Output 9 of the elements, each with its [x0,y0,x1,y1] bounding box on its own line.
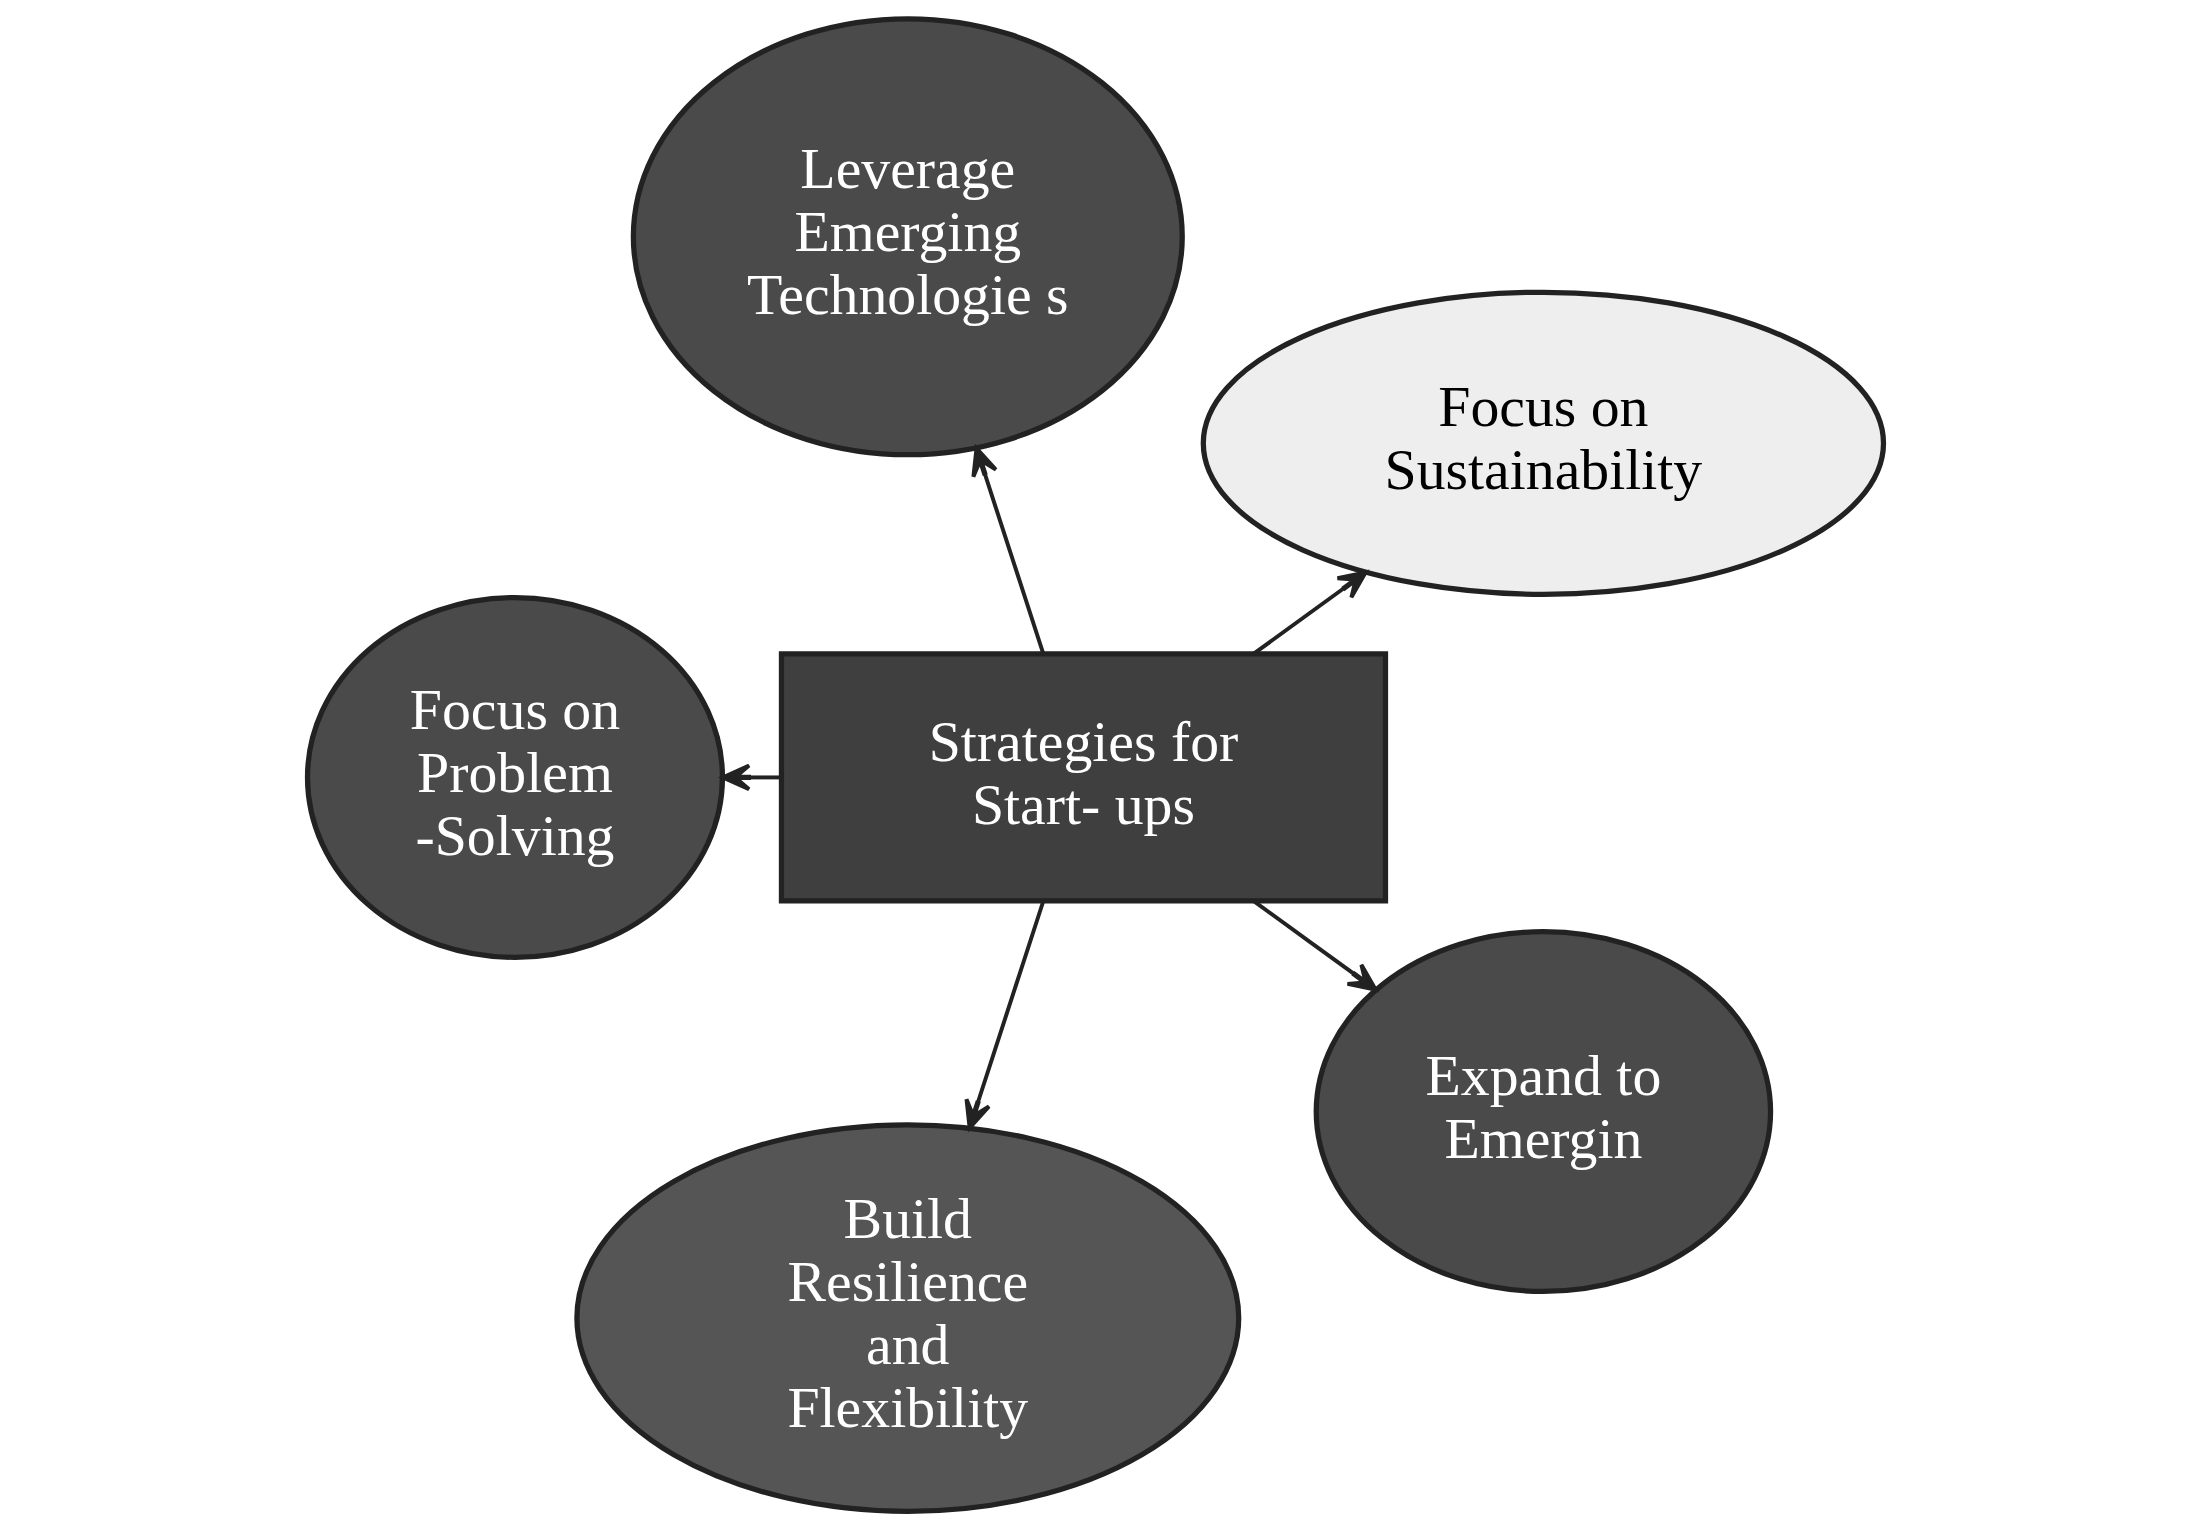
arrow [970,446,1045,654]
arrow [720,763,781,792]
arrow [964,900,1045,1130]
node-ellipse: Focus on Sustainability [1200,289,1886,597]
node-ellipse: Expand to Emergin [1313,929,1773,1295]
node-box: Strategies for Start- ups [778,651,1388,904]
node-ellipse: Focus on Problem -Solving [304,594,725,960]
node-ellipse: Build Resilience and Flexibility [573,1122,1241,1514]
node-ellipse: Leverage Emerging Technologie s [630,16,1185,458]
